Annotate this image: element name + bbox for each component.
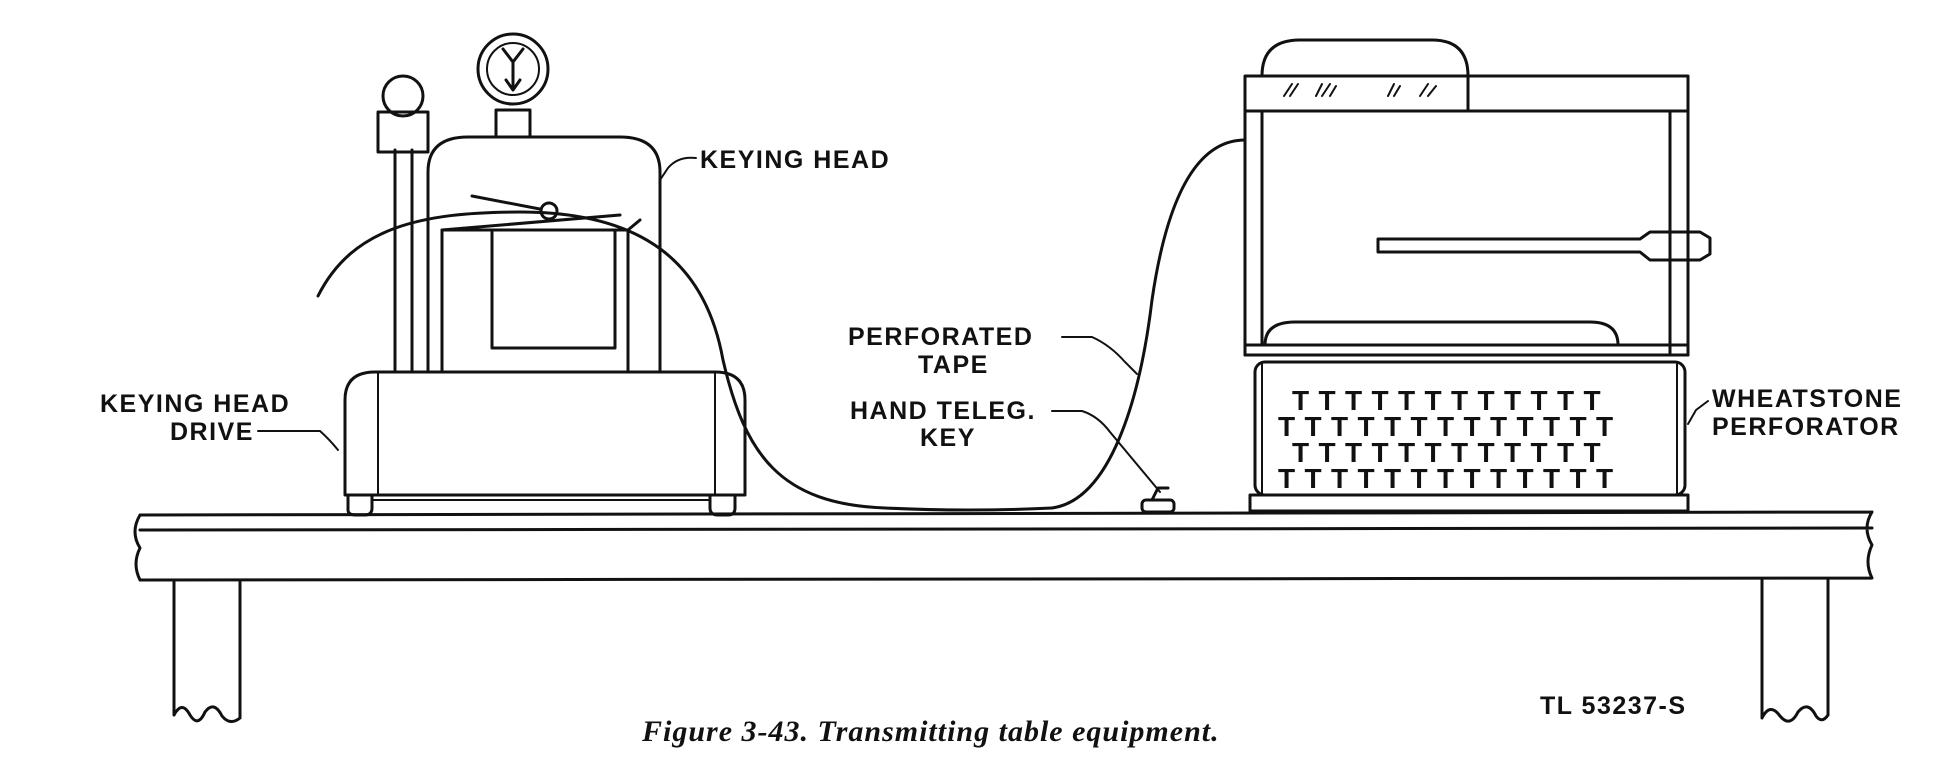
label-perforated-tape-1: PERFORATED xyxy=(848,323,1033,351)
tape-loop xyxy=(883,506,1054,512)
keyboard-key: T xyxy=(1531,437,1548,468)
keyboard-key: T xyxy=(1504,385,1521,416)
table-top xyxy=(133,510,1874,582)
keyboard-key: T xyxy=(1490,463,1507,494)
keyboard-key: T xyxy=(1358,463,1375,494)
label-wheatstone-perforator-2: PERFORATOR xyxy=(1712,413,1900,441)
keyboard-key: T xyxy=(1292,385,1309,416)
keyboard-key: T xyxy=(1557,385,1574,416)
keyboard-key: T xyxy=(1531,385,1548,416)
keyboard-key: T xyxy=(1305,411,1322,442)
label-hand-teleg-key-2: KEY xyxy=(920,424,976,452)
keyboard-key: T xyxy=(1464,463,1481,494)
keyboard-key: T xyxy=(1411,463,1428,494)
reference-code: TL 53237-S xyxy=(1540,692,1687,720)
table-leg-right xyxy=(1760,578,1830,723)
hand-telegraph-key xyxy=(1140,486,1176,514)
table-leg-left xyxy=(172,580,242,723)
keyboard-key: T xyxy=(1331,411,1348,442)
table xyxy=(133,510,1874,723)
keyboard-key: T xyxy=(1319,385,1336,416)
keyboard-key: T xyxy=(1437,411,1454,442)
keyboard-key: T xyxy=(1398,437,1415,468)
vertical-post xyxy=(393,148,414,374)
perforated-tape-strip xyxy=(1050,138,1247,510)
keyboard-key: T xyxy=(1319,437,1336,468)
wheatstone-perforator xyxy=(1243,38,1712,513)
keyboard-key: T xyxy=(1490,411,1507,442)
drive-foot-left xyxy=(346,493,374,517)
label-perforated-tape-2: TAPE xyxy=(918,351,989,379)
keyboard-key: T xyxy=(1451,437,1468,468)
lever-pivot xyxy=(539,201,559,221)
keyboard-key: T xyxy=(1437,463,1454,494)
label-keying-head-drive-1: KEYING HEAD xyxy=(100,390,290,418)
perforator-arm xyxy=(1376,230,1712,262)
keyboard-key: T xyxy=(1345,385,1362,416)
label-wheatstone-perforator-1: WHEATSTONE xyxy=(1712,385,1902,413)
keyboard-key: T xyxy=(1292,437,1309,468)
keyboard-key: T xyxy=(1278,411,1295,442)
keyboard-key: T xyxy=(1504,437,1521,468)
keyboard-key: T xyxy=(1305,463,1322,494)
keyboard-key: T xyxy=(1384,463,1401,494)
keyboard-key: T xyxy=(1398,385,1415,416)
keyboard-key: T xyxy=(1570,411,1587,442)
keyboard-key: T xyxy=(1384,411,1401,442)
keyboard-key: T xyxy=(1358,411,1375,442)
keyboard-key: T xyxy=(1372,437,1389,468)
leader-perforated-tape xyxy=(1061,336,1138,375)
leader-keying-head-drive xyxy=(257,430,339,451)
keyboard-key: T xyxy=(1570,463,1587,494)
keyboard-key: T xyxy=(1451,385,1468,416)
leader-wheatstone-perforator xyxy=(1687,400,1709,425)
leader-keying-head xyxy=(659,156,697,181)
leader-hand-teleg-key xyxy=(1051,410,1161,493)
keyboard-key: T xyxy=(1478,385,1495,416)
post-ball xyxy=(381,74,425,118)
gauge-icon xyxy=(476,32,550,106)
keyboard-key: T xyxy=(1425,437,1442,468)
keyboard-key: T xyxy=(1345,437,1362,468)
keyboard-key: T xyxy=(1557,437,1574,468)
figure-caption: Figure 3-43. Transmitting table equipmen… xyxy=(641,715,1220,748)
keyboard-key: T xyxy=(1278,463,1295,494)
keyboard-key: T xyxy=(1517,463,1534,494)
label-keying-head-drive-2: DRIVE xyxy=(170,418,254,446)
keyboard-key: T xyxy=(1596,463,1613,494)
keyboard-key: T xyxy=(1478,437,1495,468)
keying-head-drive xyxy=(343,370,747,517)
keyboard-key: T xyxy=(1372,385,1389,416)
keyboard-key: T xyxy=(1464,411,1481,442)
keyboard-key: T xyxy=(1596,411,1613,442)
keying-head-lever xyxy=(470,194,547,212)
label-keying-head: KEYING HEAD xyxy=(700,146,890,174)
keying-head xyxy=(376,32,662,374)
gauge-stem xyxy=(494,108,532,139)
drive-foot-right xyxy=(708,493,737,517)
keyboard-key: T xyxy=(1543,411,1560,442)
keying-head-cable xyxy=(316,210,887,510)
keyboard-key: T xyxy=(1411,411,1428,442)
keyboard-key: T xyxy=(1517,411,1534,442)
glass-marks xyxy=(1283,83,1437,97)
label-hand-teleg-key-1: HAND TELEG. xyxy=(850,397,1036,425)
keyboard-key: T xyxy=(1425,385,1442,416)
keyboard-key: T xyxy=(1584,437,1601,468)
keyboard-key: T xyxy=(1331,463,1348,494)
keyboard-key: T xyxy=(1584,385,1601,416)
keyboard-key: T xyxy=(1543,463,1560,494)
